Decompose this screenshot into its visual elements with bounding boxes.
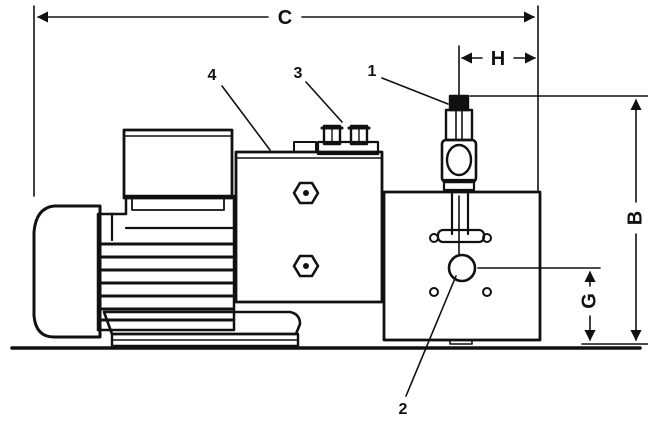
end-block	[382, 190, 542, 345]
dimension-label-g: G	[578, 293, 600, 309]
callout-1: 1	[368, 63, 377, 80]
dimension-h	[458, 45, 537, 97]
valve-pair	[316, 124, 380, 156]
callout-4: 4	[208, 67, 217, 84]
motor-terminal-box	[122, 128, 234, 200]
callout-2: 2	[399, 401, 408, 418]
dimension-c	[33, 5, 539, 197]
motor-cooling-fins	[100, 242, 234, 322]
hex-bolt-upper	[292, 181, 320, 205]
leader-3	[305, 81, 343, 123]
dimension-label-h: H	[491, 48, 505, 70]
dimension-label-c: C	[278, 7, 292, 29]
hex-bolt-lower	[292, 254, 320, 278]
dimension-label-b: B	[624, 211, 646, 225]
bolt-hole	[429, 287, 439, 297]
motor-body	[96, 194, 236, 332]
outlet-port	[447, 253, 477, 283]
motor	[32, 128, 302, 348]
motor-fan-cowl	[32, 204, 102, 339]
end-block-body	[382, 190, 542, 342]
callout-3: 3	[294, 65, 303, 82]
bolt-hole	[482, 287, 492, 297]
motor-base	[102, 310, 302, 336]
leader-2	[405, 275, 457, 397]
gas-ballast-valve	[440, 94, 478, 255]
pump-housing-block	[234, 150, 384, 304]
dimension-g	[477, 267, 601, 342]
leader-lines	[221, 77, 457, 397]
leader-1	[381, 77, 449, 105]
dimension-b	[469, 95, 648, 345]
pump-housing	[234, 141, 384, 304]
bolt-hole	[429, 233, 439, 243]
leader-4	[221, 85, 271, 151]
